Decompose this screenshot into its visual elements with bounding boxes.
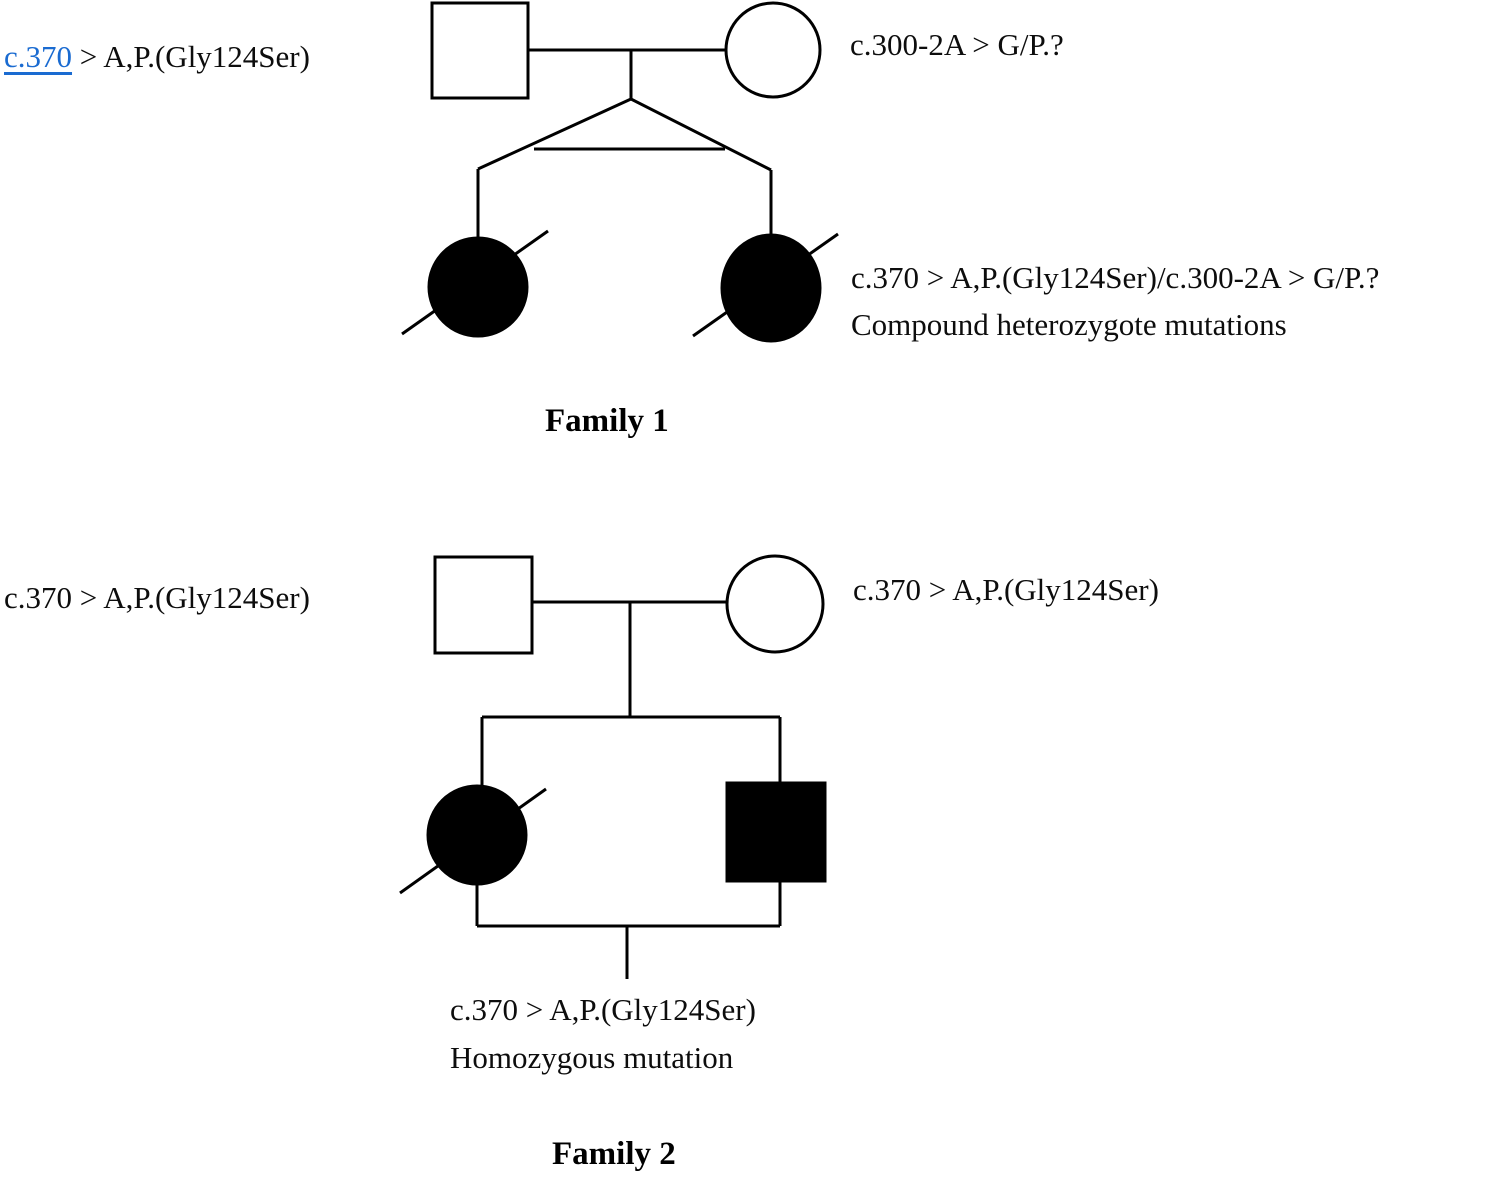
- family1-twin-diagonal-right: [630, 97, 772, 172]
- family2-caption: Family 2: [552, 1136, 676, 1172]
- family1-twin1-deceased-slash: [401, 229, 549, 336]
- family2-father-mutation-label: c.370 > A,P.(Gly124Ser): [4, 580, 310, 615]
- family1-twin-diagonal-left: [477, 97, 632, 171]
- family1-caption: Family 1: [545, 403, 669, 439]
- family2-children-mutation-label: c.370 > A,P.(Gly124Ser): [450, 992, 756, 1027]
- mutation-text: > A,P.(Gly124Ser): [72, 39, 310, 74]
- family1-mother-mutation-label: c.300-2A > G/P.?: [850, 27, 1064, 62]
- family2-child1-symbol: [426, 784, 528, 886]
- family1-children-mutation-label: c.370 > A,P.(Gly124Ser)/c.300-2A > G/P.?: [851, 260, 1380, 295]
- family2-children-zygosity-label: Homozygous mutation: [450, 1040, 734, 1075]
- family2-father-symbol: [433, 555, 534, 655]
- family2-mother-mutation-label: c.370 > A,P.(Gly124Ser): [853, 572, 1159, 607]
- family1-twin2-deceased-slash: [692, 232, 839, 338]
- family1-children-zygosity-label: Compound heterozygote mutations: [851, 307, 1287, 342]
- family2-mother-symbol: [725, 554, 825, 654]
- family1-father-mutation-label: c.370 > A,P.(Gly124Ser): [4, 38, 310, 76]
- family2-diagram: [399, 554, 827, 979]
- family2-child1-deceased-slash: [399, 787, 547, 895]
- mutation-link[interactable]: c.370: [4, 39, 73, 74]
- family1-father-symbol: [430, 1, 530, 100]
- family1-diagram: [401, 1, 839, 343]
- family1-twin2-symbol: [720, 233, 822, 343]
- family1-mother-symbol: [724, 1, 822, 99]
- family2-child2-symbol: [725, 781, 827, 883]
- family1-twin1-symbol: [427, 236, 529, 338]
